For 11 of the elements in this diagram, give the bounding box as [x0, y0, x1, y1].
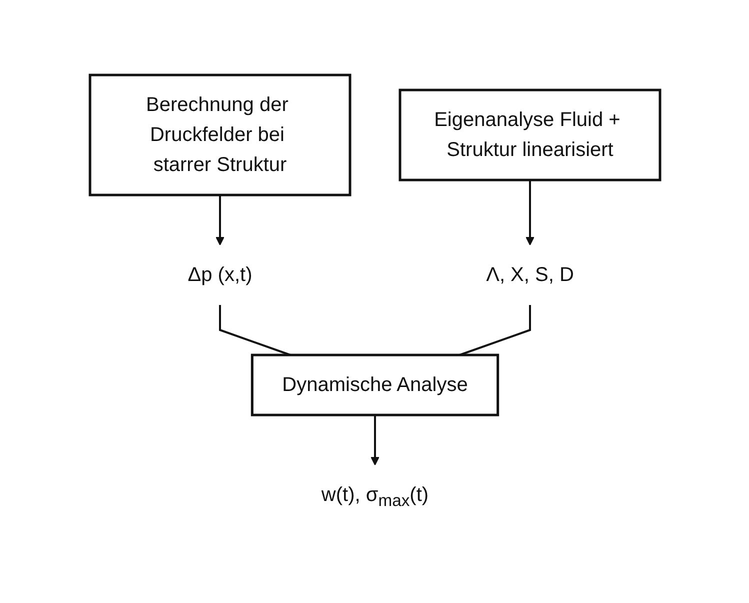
node-box: Berechnung der Druckfelder bei starrer Struktur	[88, 74, 351, 196]
node-text: Δp (x,t)	[187, 264, 252, 286]
connector	[458, 305, 530, 356]
arrow	[215, 195, 224, 246]
node-text: Λ, X, S, D	[486, 264, 574, 286]
node-box: Dynamische Analyse	[250, 354, 499, 416]
arrow	[370, 415, 379, 466]
arrow	[525, 180, 534, 246]
node-text: w(t), σ$_{max}$(t)	[320, 484, 428, 510]
connector	[218, 305, 290, 356]
node-box: Eigenanalyse Fluid + Struktur linearisiert	[398, 88, 661, 182]
